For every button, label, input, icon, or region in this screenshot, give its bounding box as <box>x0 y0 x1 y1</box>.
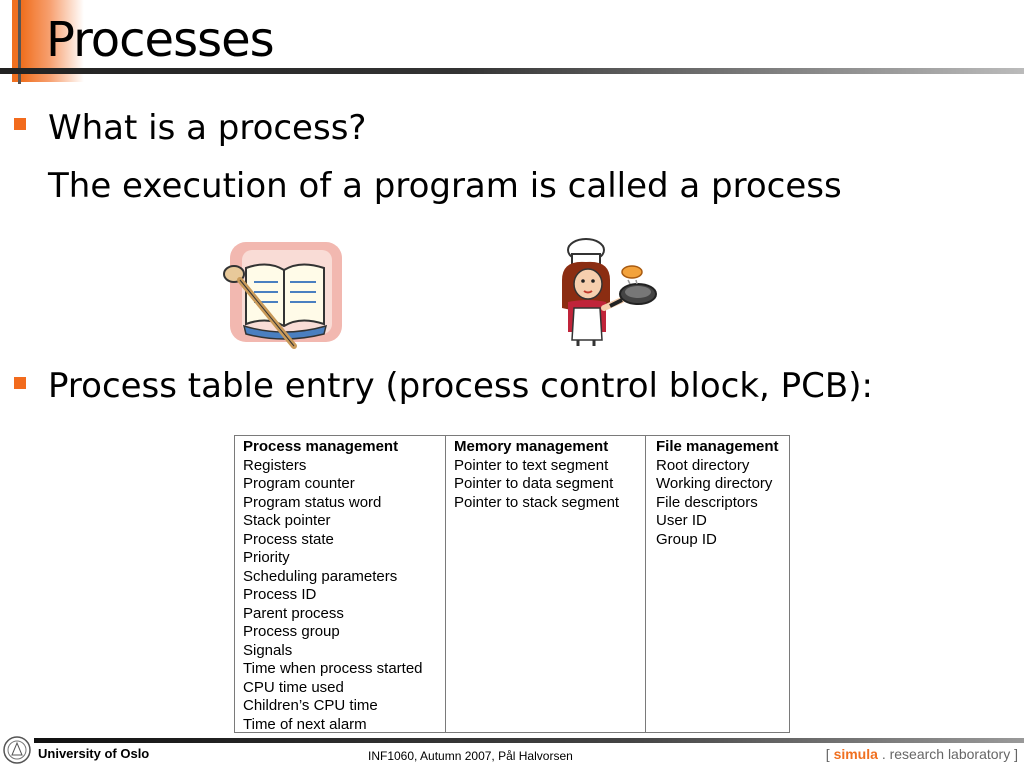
bullet-marker <box>14 377 26 389</box>
footer-rule <box>34 738 1024 743</box>
footer-bracket-close: ] <box>1014 746 1018 762</box>
bullet-text: What is a process? <box>48 108 367 148</box>
pcb-column-process-management: Process management Registers Program cou… <box>235 436 446 733</box>
column-header: Memory management <box>454 438 609 455</box>
title-vertical-rule <box>18 0 21 84</box>
table-cell: Program counter <box>243 475 355 492</box>
table-cell: File descriptors <box>656 493 758 511</box>
slide-title: Processes <box>46 12 275 68</box>
column-header: Process management <box>243 438 399 455</box>
table-cell: Scheduling parameters <box>243 567 398 585</box>
pcb-table: Process management Registers Program cou… <box>234 435 790 733</box>
footer-lab-text: . research laboratory <box>881 746 1011 762</box>
recipe-book-icon <box>223 242 342 349</box>
column-header: File management <box>656 438 779 455</box>
table-cell: Program status word <box>243 493 382 511</box>
title-horizontal-rule <box>0 68 1024 74</box>
footer-course: INF1060, Autumn 2007, Pål Halvorsen <box>368 749 573 763</box>
bullet-marker <box>14 118 26 130</box>
footer-bracket-open: [ <box>825 746 830 762</box>
table-cell: Pointer to text segment <box>454 456 609 474</box>
table-cell: Working directory <box>656 475 773 492</box>
table-cell: Group ID <box>656 530 717 548</box>
table-cell: Priority <box>243 549 290 566</box>
table-cell: Process ID <box>243 586 317 603</box>
table-cell: Time when process started <box>243 660 423 677</box>
table-cell: Parent process <box>243 604 344 622</box>
university-seal-icon <box>3 736 31 764</box>
table-cell: Stack pointer <box>243 512 331 529</box>
table-cell: Pointer to data segment <box>454 475 614 492</box>
table-cell: Pointer to stack segment <box>454 493 620 511</box>
table-cell: CPU time used <box>243 678 344 696</box>
pcb-column-file-management: File management Root directory Working d… <box>646 436 789 732</box>
pcb-column-memory-management: Memory management Pointer to text segmen… <box>446 436 646 732</box>
chef-cooking-icon <box>562 238 657 346</box>
table-cell: User ID <box>656 512 707 529</box>
footer-university: University of Oslo <box>38 746 150 761</box>
table-cell: Root directory <box>656 456 750 474</box>
table-cell: Time of next alarm <box>243 715 367 733</box>
table-cell: Process state <box>243 530 334 548</box>
table-cell: Children’s CPU time <box>243 697 378 714</box>
table-cell: Registers <box>243 456 307 474</box>
footer-brand: simula <box>833 746 878 762</box>
bullet-subtext: The execution of a program is called a p… <box>48 166 842 206</box>
table-cell: Signals <box>243 641 293 659</box>
bullet-text: Process table entry (process control blo… <box>48 366 873 406</box>
table-cell: Process group <box>243 623 340 640</box>
footer-lab: [ simula . research laboratory ] <box>826 746 1018 762</box>
